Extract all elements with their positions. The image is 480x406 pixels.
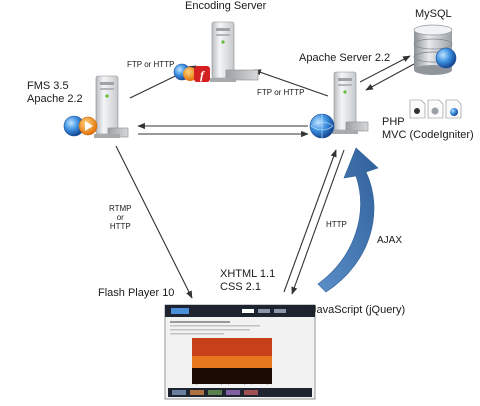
- php-label-line2: MVC (CodeIgniter): [382, 128, 474, 141]
- edge-label-ajax: AJAX: [377, 235, 403, 246]
- encoding-server: [210, 21, 259, 82]
- encoding-server-label: Encoding Server: [185, 0, 267, 12]
- fms-icons: [63, 115, 98, 137]
- edge-label-http: HTTP: [326, 220, 347, 229]
- edge-label-fms-encoding: FTP or HTTP: [127, 60, 175, 69]
- edge-mysql-to-apache: [365, 63, 415, 91]
- mysql-database: [413, 24, 457, 75]
- edge-label-rtmp: RTMP or HTTP: [109, 204, 132, 232]
- fms-label: FMS 3.5 Apache 2.2: [27, 80, 83, 105]
- edge-apache-to-mysql: [359, 55, 411, 83]
- rtmp-line3: HTTP: [109, 222, 131, 232]
- fms-label-line2: Apache 2.2: [27, 92, 83, 105]
- edge-apache-to-encoding: [253, 69, 329, 97]
- mysql-label: MySQL: [415, 8, 452, 20]
- svg-text:f: f: [200, 68, 205, 82]
- edge-apache-to-browser: [291, 149, 345, 295]
- fms-label-line1: FMS 3.5: [27, 80, 69, 92]
- webpage-screenshot-icon: [164, 304, 316, 400]
- rtmp-line2: or: [116, 213, 124, 223]
- web-standards-label: XHTML 1.1 CSS 2.1: [220, 268, 275, 293]
- flash-player-label: Flash Player 10: [98, 287, 175, 299]
- apache-server-label: Apache Server 2.2: [299, 52, 391, 64]
- edge-fms-to-flash: [115, 145, 193, 299]
- rtmp-line1: RTMP: [109, 204, 132, 213]
- php-files-icon: [409, 99, 462, 119]
- encoding-media-icons: f: [173, 63, 210, 82]
- ajax-arrow: [317, 147, 379, 293]
- play-icon: [183, 67, 197, 81]
- edge-label-apache-encoding: FTP or HTTP: [257, 88, 305, 97]
- php-label-line1: PHP: [382, 116, 405, 128]
- apache-server: [332, 71, 369, 134]
- javascript-label: JavaScript (jQuery): [311, 304, 406, 316]
- web-label-line1: XHTML 1.1: [220, 268, 276, 280]
- edge-browser-to-apache: [283, 149, 337, 293]
- web-label-line2: CSS 2.1: [220, 280, 261, 293]
- flash-icon: [194, 66, 210, 82]
- globe-icon: [435, 47, 457, 69]
- fms-server: [94, 75, 129, 138]
- php-label: PHP MVC (CodeIgniter): [382, 116, 474, 141]
- connections: [115, 55, 415, 299]
